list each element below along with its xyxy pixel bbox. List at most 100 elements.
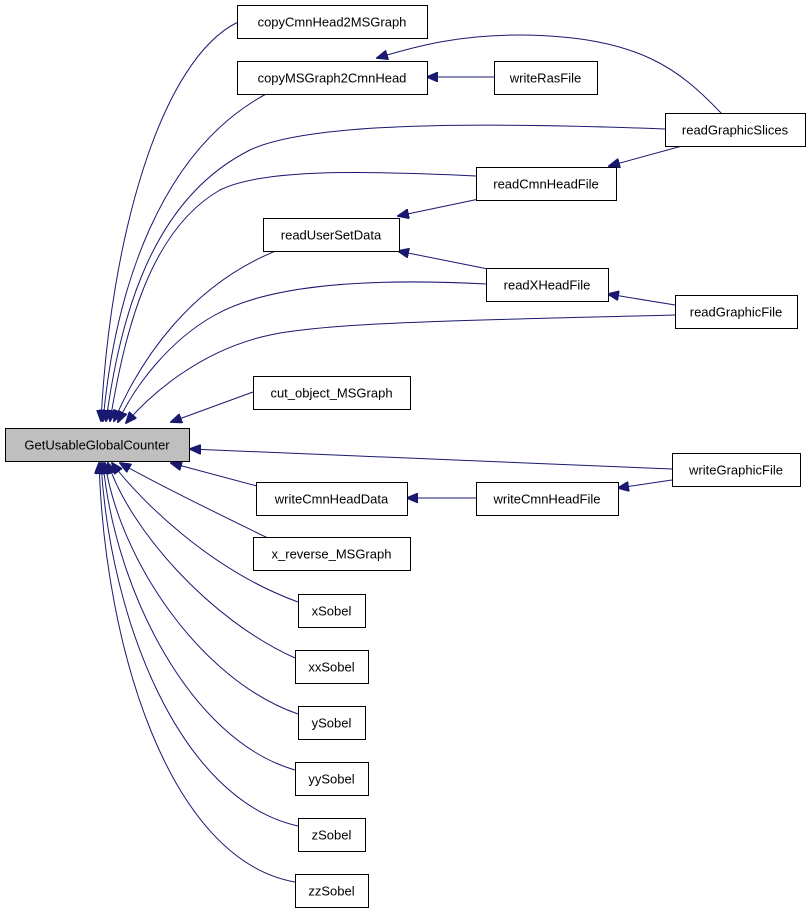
node-box[interactable] xyxy=(476,482,619,516)
node-writeCmnHeadFile[interactable]: writeCmnHeadFile xyxy=(476,482,619,516)
node-box[interactable] xyxy=(295,874,369,908)
edge-readGraphicSlices-to-root xyxy=(106,124,666,421)
node-box[interactable] xyxy=(665,113,806,147)
node-box[interactable] xyxy=(298,706,366,740)
node-box[interactable] xyxy=(486,268,609,302)
edge-arrow xyxy=(101,21,239,421)
node-label: writeCmnHeadFile xyxy=(493,492,601,507)
edge-arrow xyxy=(106,124,666,421)
node-root[interactable]: GetUsableGlobalCounter xyxy=(5,428,190,462)
edge-x_reverse_MSGraph-to-root xyxy=(120,463,273,541)
edge-copyCmnHead2MSGraph-to-root xyxy=(101,21,239,421)
edge-xxSobel-to-root xyxy=(108,463,296,659)
edge-arrow xyxy=(608,294,676,306)
node-layer: GetUsableGlobalCounter copyCmnHead2MSGrap… xyxy=(5,5,806,908)
edge-arrow xyxy=(609,145,683,166)
node-label: writeCmnHeadData xyxy=(274,492,389,507)
node-x_reverse_MSGraph[interactable]: x_reverse_MSGraph xyxy=(253,537,411,571)
node-box[interactable] xyxy=(494,61,598,95)
node-label: xSobel xyxy=(312,604,352,619)
node-xSobel[interactable]: xSobel xyxy=(298,594,366,628)
node-label: zzSobel xyxy=(308,884,354,899)
edge-readUserSetData-to-root xyxy=(114,249,279,421)
edge-arrow xyxy=(114,249,279,421)
edge-readXHeadFile-to-readUserSetData xyxy=(398,251,489,270)
edge-arrow xyxy=(101,463,299,827)
node-box[interactable] xyxy=(675,295,798,329)
node-label: zSobel xyxy=(312,828,352,843)
edge-arrow xyxy=(190,449,673,470)
edge-arrow xyxy=(112,463,299,603)
node-readCmnHeadFile[interactable]: readCmnHeadFile xyxy=(476,167,617,201)
node-label: copyCmnHead2MSGraph xyxy=(258,15,407,30)
node-box[interactable] xyxy=(5,428,190,462)
node-writeCmnHeadData[interactable]: writeCmnHeadData xyxy=(256,482,408,516)
edge-arrow xyxy=(103,92,269,421)
node-box[interactable] xyxy=(295,650,369,684)
edge-zSobel-to-root xyxy=(101,463,299,827)
edge-arrow xyxy=(618,479,673,488)
edge-arrow xyxy=(105,463,299,715)
node-label: GetUsableGlobalCounter xyxy=(24,438,170,453)
edge-readGraphicSlices-to-readCmnHeadFile xyxy=(609,145,683,166)
edge-readCmnHeadFile-to-readUserSetData xyxy=(398,198,480,216)
edge-cut_object_MSGraph-to-root xyxy=(171,391,254,422)
node-box[interactable] xyxy=(476,167,617,201)
edge-xSobel-to-root xyxy=(112,463,299,603)
node-readUserSetData[interactable]: readUserSetData xyxy=(263,218,400,252)
node-readGraphicFile[interactable]: readGraphicFile xyxy=(675,295,798,329)
node-copyCmnHead2MSGraph[interactable]: copyCmnHead2MSGraph xyxy=(237,5,428,39)
edge-writeGraphicFile-to-writeCmnHeadFile xyxy=(618,479,673,488)
edge-arrow xyxy=(103,463,296,771)
node-label: ySobel xyxy=(312,716,352,731)
edge-layer xyxy=(99,21,723,883)
node-box[interactable] xyxy=(672,453,801,487)
edge-yySobel-to-root xyxy=(103,463,296,771)
edge-arrow xyxy=(108,463,296,659)
node-label: readCmnHeadFile xyxy=(493,177,599,192)
edge-arrow xyxy=(118,281,487,422)
node-box[interactable] xyxy=(298,594,366,628)
node-cut_object_MSGraph[interactable]: cut_object_MSGraph xyxy=(253,376,411,410)
node-label: xxSobel xyxy=(308,660,354,675)
node-readXHeadFile[interactable]: readXHeadFile xyxy=(486,268,609,302)
node-label: readGraphicFile xyxy=(690,305,783,320)
node-label: writeRasFile xyxy=(509,71,582,86)
node-label: copyMSGraph2CmnHead xyxy=(258,71,407,86)
node-xxSobel[interactable]: xxSobel xyxy=(295,650,369,684)
node-yySobel[interactable]: yySobel xyxy=(295,762,369,796)
node-label: readXHeadFile xyxy=(504,278,591,293)
node-ySobel[interactable]: ySobel xyxy=(298,706,366,740)
node-writeGraphicFile[interactable]: writeGraphicFile xyxy=(672,453,801,487)
node-zzSobel[interactable]: zzSobel xyxy=(295,874,369,908)
edge-copyMSGraph2CmnHead-to-root xyxy=(103,92,269,421)
edge-ySobel-to-root xyxy=(105,463,299,715)
node-box[interactable] xyxy=(256,482,408,516)
node-label: readUserSetData xyxy=(281,228,382,243)
node-copyMSGraph2CmnHead[interactable]: copyMSGraph2CmnHead xyxy=(237,61,428,95)
edge-readXHeadFile-to-root xyxy=(118,281,487,422)
edge-arrow xyxy=(171,463,258,487)
node-label: writeGraphicFile xyxy=(688,463,783,478)
edge-arrow xyxy=(126,314,676,423)
node-box[interactable] xyxy=(253,376,411,410)
node-box[interactable] xyxy=(263,218,400,252)
edge-readGraphicFile-to-readXHeadFile xyxy=(608,294,676,306)
node-box[interactable] xyxy=(295,762,369,796)
node-writeRasFile[interactable]: writeRasFile xyxy=(494,61,598,95)
edge-zzSobel-to-root xyxy=(99,463,296,883)
edge-readGraphicFile-to-root xyxy=(126,314,676,423)
edge-arrow xyxy=(377,34,723,115)
edge-writeGraphicFile-to-root xyxy=(190,449,673,470)
edge-arrow xyxy=(398,198,480,216)
node-box[interactable] xyxy=(237,61,428,95)
node-box[interactable] xyxy=(237,5,428,39)
edge-readGraphicSlices-to-copyMSGraph2CmnHead xyxy=(377,34,723,115)
node-readGraphicSlices[interactable]: readGraphicSlices xyxy=(665,113,806,147)
node-label: readGraphicSlices xyxy=(682,123,789,138)
node-box[interactable] xyxy=(253,537,411,571)
node-zSobel[interactable]: zSobel xyxy=(298,818,366,852)
node-box[interactable] xyxy=(298,818,366,852)
edge-writeCmnHeadData-to-root xyxy=(171,463,258,487)
edge-arrow xyxy=(120,463,273,541)
